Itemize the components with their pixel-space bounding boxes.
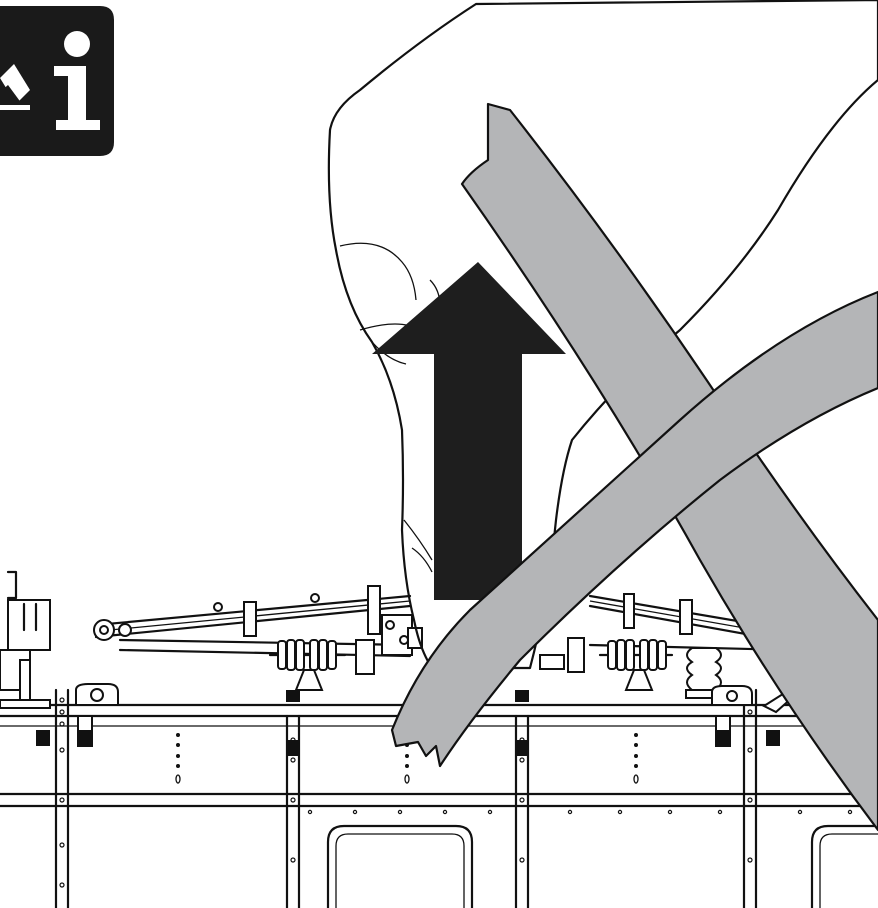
left-equipment: [0, 570, 51, 746]
spring-right: [598, 639, 674, 691]
insulator-mount: [75, 683, 119, 747]
book-icon: [0, 64, 30, 110]
cross-x-icon: [390, 102, 878, 832]
info-badge: [0, 6, 114, 156]
arrow-up-icon: [372, 262, 566, 600]
info-i-icon: [54, 31, 100, 130]
hand: [327, 0, 878, 670]
spring-left: [268, 639, 347, 691]
